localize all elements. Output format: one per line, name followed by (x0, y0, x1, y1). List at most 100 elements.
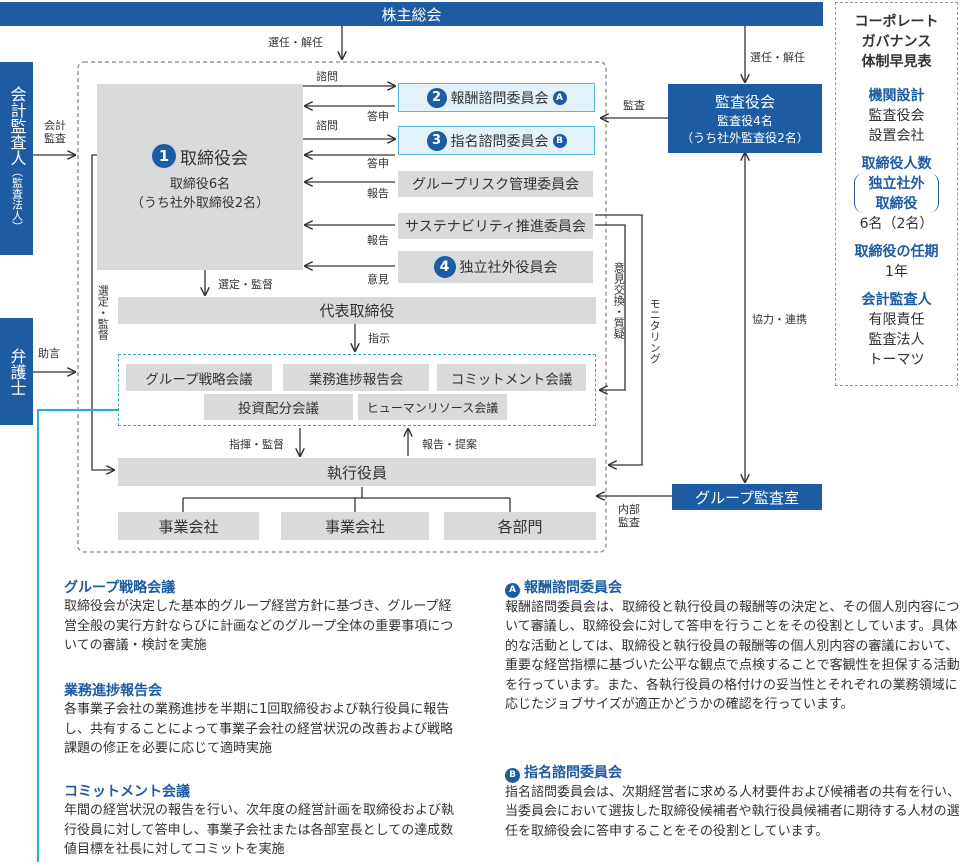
advice-label: 助言 (38, 347, 60, 360)
directors-sub-1: 独立社外 (868, 176, 925, 192)
board-directors-count: 取締役6名 (169, 176, 231, 192)
directors-value: 6名（2名） (859, 216, 934, 232)
executive-officers: 執行役員 (118, 458, 596, 486)
sustainability-committee: サステナビリティ推進委員会 (398, 213, 593, 239)
audit-board: 監査役会 監査役4名 （うち社外監査役2名） (668, 84, 822, 153)
design-value-2: 設置会社 (868, 128, 925, 144)
cooperation-label: 協力・連携 (752, 313, 807, 326)
board-outside-directors: （うち社外取締役2名） (130, 195, 270, 211)
operating-company-2: 事業会社 (281, 512, 429, 540)
group-audit-office: グループ監査室 (672, 484, 822, 510)
meeting-group-strategy: グループ戦略会議 (126, 364, 272, 391)
section-progress: 業務進捗報告会 各事業子会社の業務進捗を半期に1回取締役および執行役員に報告し、… (64, 680, 464, 759)
answer-label-2: 答申 (367, 157, 389, 170)
summary-title-2: ガバナンス (861, 34, 932, 50)
commit-title: コミットメント会議 (64, 784, 190, 800)
accounting-audit-label: 会計監査 (40, 119, 70, 145)
design-value-1: 監査役会 (868, 108, 925, 124)
section-strategy: グループ戦略会議 取締役会が決定した基本的グループ経営方針に基づき、グループ経営… (64, 577, 464, 656)
comp-number-badge: 2 (426, 87, 447, 108)
internal-audit-text-2: 監査 (618, 516, 640, 530)
departments: 各部門 (444, 512, 596, 540)
comp-section-badge: A (505, 582, 520, 598)
report-label-2: 報告 (367, 234, 389, 247)
unit-label-2: 事業会社 (324, 517, 385, 536)
accounting-auditor: 会計監査人 （監査法人） (0, 62, 33, 255)
comp-a-badge: A (552, 90, 567, 105)
unit-label-3: 各部門 (497, 517, 543, 536)
answer-label-1: 答申 (367, 110, 389, 123)
lawyer-box: 弁護士 (0, 318, 33, 425)
directors-sub-bracket: 独立社外 取締役 (854, 173, 939, 213)
shareholders-label: 株主総会 (381, 5, 442, 24)
meeting-investment-label: 投資配分会議 (238, 401, 319, 417)
nomination-committee: 3 指名諮問委員会 B (398, 126, 595, 155)
accounting-audit-text: 会計監査 (44, 119, 66, 146)
comp-committee-label: 報酬諮問委員会 (450, 90, 549, 107)
summary-title-1: コーポレート (854, 14, 939, 30)
comp-section-title: 報酬諮問委員会 (524, 580, 622, 596)
section-commitment: コミットメント会議 年間の経営状況の報告を行い、次年度の経営計画を取締役および執… (64, 781, 464, 860)
meeting-commitment: コミットメント会議 (437, 364, 586, 391)
group-risk-committee: グループリスク管理委員会 (398, 171, 593, 197)
internal-audit-text-1: 内部 (618, 503, 640, 516)
nom-section-badge: B (505, 767, 520, 783)
term-heading: 取締役の任期 (854, 244, 939, 260)
design-heading: 機関設計 (868, 88, 925, 104)
consult-label-2: 諮問 (316, 119, 338, 132)
operating-company-1: 事業会社 (118, 512, 259, 540)
group-audit-label: グループ監査室 (694, 488, 800, 507)
meeting-human-resource: ヒューマンリソース会議 (358, 394, 507, 420)
meeting-commit-label: コミットメント会議 (450, 371, 573, 388)
independent-directors-board: 4 独立社外役員会 (398, 251, 593, 283)
comp-section-text: 報酬諮問委員会は、取締役と執行役員の報酬等の決定と、その個人別内容について審議し… (505, 599, 960, 713)
shareholders-meeting: 株主総会 (0, 2, 823, 26)
auditor-value-2: 監査法人 (868, 332, 925, 348)
report-label-1: 報告 (367, 187, 389, 200)
term-value: 1年 (885, 264, 908, 280)
exec-officers-label: 執行役員 (326, 463, 387, 482)
audit-board-outside: （うち社外監査役2名） (681, 131, 809, 145)
select-supervise-vertical-label: 選定・監督 (96, 285, 110, 340)
indep-committee-label: 独立社外役員会 (459, 260, 558, 276)
audit-board-title: 監査役会 (714, 93, 775, 111)
commit-text: 年間の経営状況の報告を行い、次年度の経営計画を取締役および執行役員に対して答申し… (64, 803, 455, 857)
nom-b-badge: B (552, 133, 567, 148)
nom-section-title: 指名諮問委員会 (524, 765, 622, 781)
internal-audit-label: 内部 監査 (618, 503, 640, 529)
board-title: 取締役会 (180, 148, 248, 169)
rep-director-label: 代表取締役 (319, 302, 395, 320)
select-dismiss-label-left: 選任・解任 (268, 36, 323, 49)
auditor-value-1: 有限責任 (868, 312, 925, 328)
meeting-strategy-label: グループ戦略会議 (145, 371, 253, 388)
accounting-auditor-label: 会計監査人 (7, 85, 27, 166)
indep-number-badge: 4 (433, 256, 456, 278)
auditor-value-3: トーマツ (868, 352, 925, 368)
lawyer-label: 弁護士 (7, 347, 27, 396)
unit-label-1: 事業会社 (158, 517, 219, 536)
risk-committee-label: グループリスク管理委員会 (411, 177, 580, 193)
representative-director: 代表取締役 (118, 297, 596, 324)
strategy-text: 取締役会が決定した基本的グループ経営方針に基づき、グループ経営全般の実行方針なら… (64, 599, 454, 653)
governance-summary: コーポレート ガバナンス 体制早見表 機関設計 監査役会 設置会社 取締役人数 … (835, 2, 958, 386)
strategy-title: グループ戦略会議 (64, 580, 176, 596)
nom-number-badge: 3 (426, 130, 447, 151)
progress-title: 業務進捗報告会 (64, 683, 162, 699)
select-supervise-label: 選定・監督 (218, 278, 273, 291)
meeting-business-progress: 業務進捗報告会 (283, 364, 429, 391)
compensation-committee: 2 報酬諮問委員会 A (398, 83, 595, 112)
select-dismiss-label-right: 選任・解任 (750, 51, 805, 64)
directors-sub-2: 取締役 (875, 196, 918, 212)
meeting-progress-label: 業務進捗報告会 (308, 371, 404, 388)
audit-board-count: 監査役4名 (717, 114, 773, 128)
command-supervise-label: 指揮・監督 (229, 438, 284, 451)
opinion-label: 意見 (367, 273, 389, 286)
report-propose-label: 報告・提案 (422, 438, 477, 451)
board-of-directors: 1 取締役会 取締役6名 （うち社外取締役2名） (97, 84, 303, 270)
nom-section-text: 指名諮問委員会は、次期経営者に求める人材要件および候補者の共有を行い、当委員会に… (505, 784, 960, 839)
